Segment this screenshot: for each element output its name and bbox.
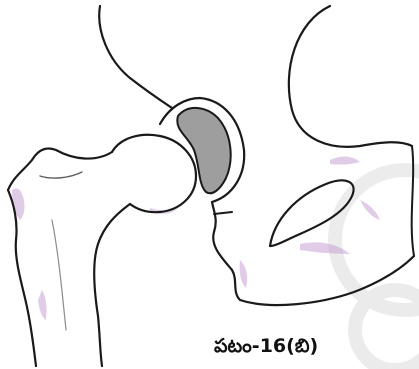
watermark (335, 170, 419, 369)
ischial-notch (214, 212, 232, 214)
trochanter-line (40, 172, 82, 178)
femur-neck-upper (8, 148, 112, 190)
pelvis-upper-outline (99, 6, 172, 108)
pelvis-right-side (412, 146, 414, 256)
femur-neck-lower (94, 204, 130, 366)
figure-caption: పటం-16(బి) (214, 337, 318, 356)
pelvis-right-outline (289, 6, 412, 147)
femoral-head (112, 135, 196, 212)
femur-inner-line (52, 220, 66, 330)
